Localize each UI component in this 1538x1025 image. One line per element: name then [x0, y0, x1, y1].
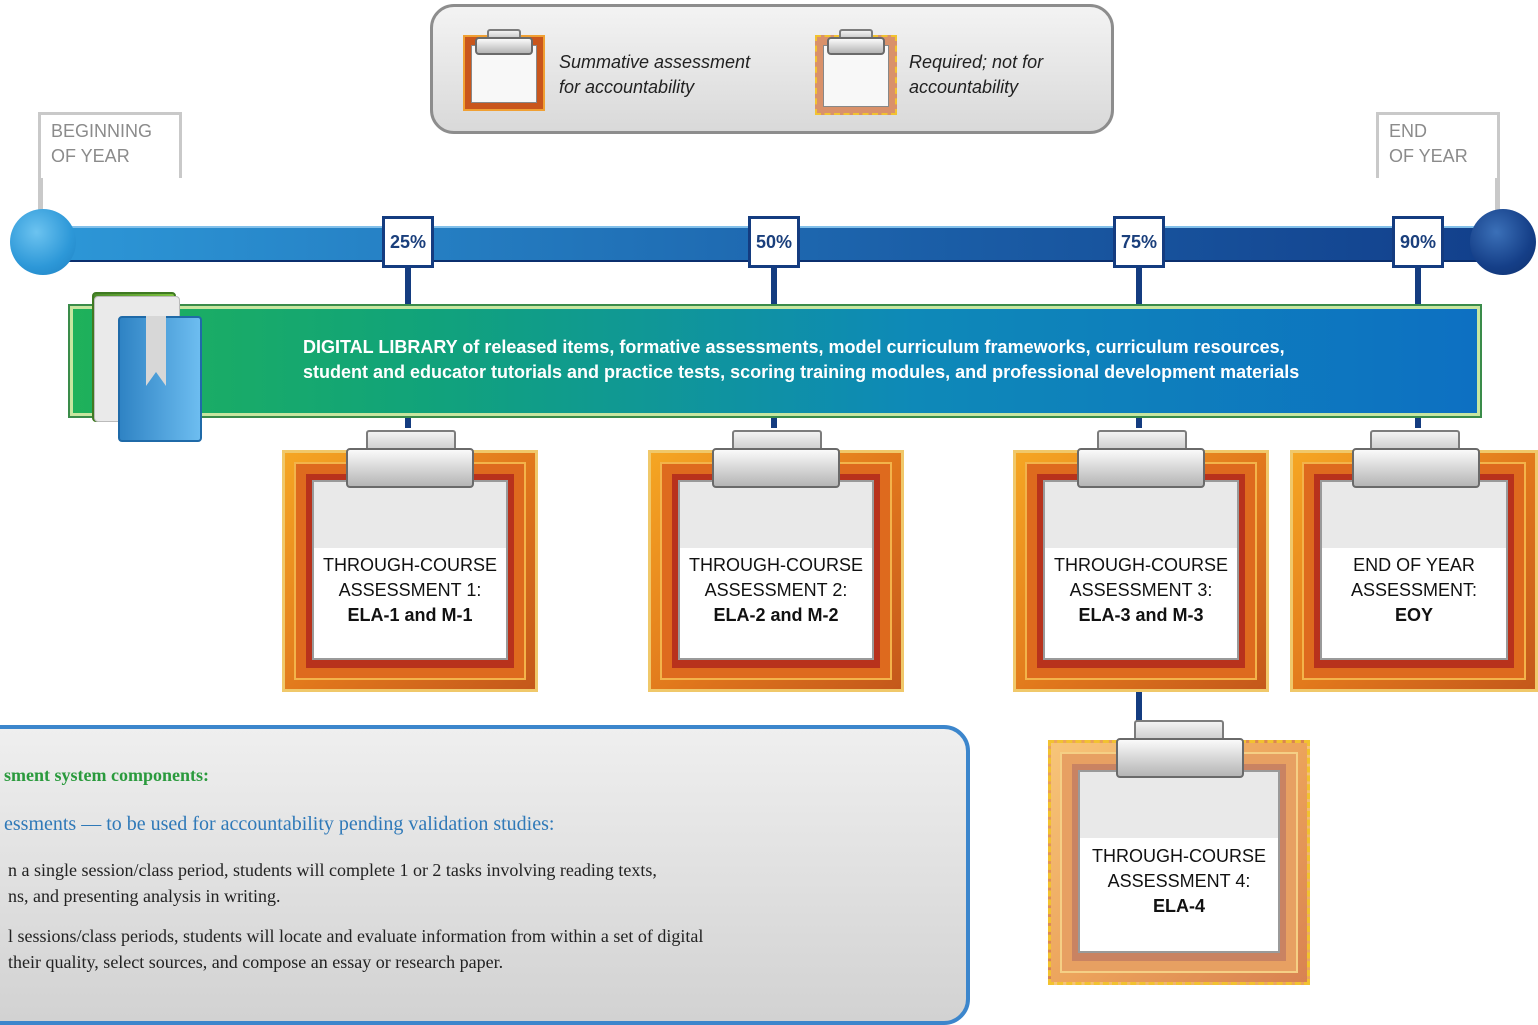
beginning-flag-pole — [38, 168, 43, 218]
end-of-year-label: END OF YEAR — [1376, 112, 1500, 178]
legend-summative-label: Summative assessment for accountability — [559, 52, 751, 97]
info-line-4: their quality, select sources, and compo… — [8, 952, 504, 972]
digital-library-text: DIGITAL LIBRARY of released items, forma… — [303, 337, 1300, 382]
timeline-end-dot — [1470, 209, 1536, 275]
summative-clipboard-icon — [463, 29, 545, 111]
milestone-50: 50% — [748, 216, 800, 268]
required-clipboard-icon — [815, 29, 897, 115]
beginning-of-year-label: BEGINNING OF YEAR — [38, 112, 182, 178]
end-flag-pole — [1495, 168, 1500, 218]
milestone-75: 75% — [1113, 216, 1165, 268]
milestone-25: 25% — [382, 216, 434, 268]
timeline-start-dot — [10, 209, 76, 275]
info-line-2: ns, and presenting analysis in writing. — [8, 886, 281, 906]
milestone-90: 90% — [1392, 216, 1444, 268]
info-subheading: essments — to be used for accountability… — [4, 813, 555, 835]
components-info-box: sment system components: essments — to b… — [0, 725, 970, 1025]
info-line-3: l sessions/class periods, students will … — [8, 926, 704, 946]
info-heading: sment system components: — [4, 765, 209, 785]
legend-required-label: Required; not for accountability — [909, 52, 1044, 97]
legend-box: Summative assessment for accountability … — [430, 4, 1114, 134]
books-icon — [88, 292, 202, 442]
info-line-1: n a single session/class period, student… — [8, 860, 657, 880]
digital-library-banner: DIGITAL LIBRARY of released items, forma… — [68, 304, 1482, 418]
